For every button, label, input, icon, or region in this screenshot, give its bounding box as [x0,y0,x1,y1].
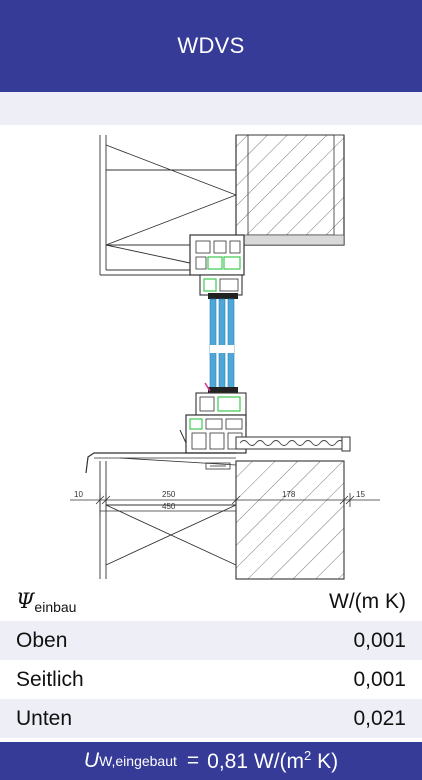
dim-label-178: 178 [282,490,296,499]
external-sill [85,452,237,474]
u-symbol: U [83,749,100,772]
table-row: Oben 0,001 [0,621,422,660]
row-value: 0,001 [353,667,406,691]
u-equals: = [186,749,200,772]
psi-label: Ψeinbau [16,589,76,615]
card-header: WDVS [0,0,422,92]
u-subscript: W,eingebaut [99,753,177,769]
row-value: 0,001 [353,628,406,652]
u-value: 0,81 W/(m2 K) [207,748,338,774]
u-unit-power: 2 [304,748,312,763]
row-label: Oben [16,628,68,652]
frame-top [189,234,245,299]
psi-symbol: Ψ [16,588,35,613]
sill-gravel [235,436,351,452]
masonry-bottom [235,460,345,580]
psi-unit: W/(m K) [329,589,406,613]
card-title: WDVS [177,33,245,58]
psi-table-head: Ψeinbau W/(m K) [0,582,422,621]
table-row: Unten 0,021 [0,699,422,738]
dim-label-10: 10 [74,490,83,499]
dim-label-450: 450 [162,502,176,511]
table-row: Seitlich 0,001 [0,660,422,699]
psi-subscript: einbau [34,598,77,615]
dimension-lines [70,493,380,517]
dim-label-15: 15 [356,490,365,499]
u-unit-suffix: K) [311,750,339,773]
dim-label-250: 250 [162,490,176,499]
frame-bottom [179,382,247,454]
row-label: Seitlich [16,667,84,691]
psi-table: Ψeinbau W/(m K) Oben 0,001 Seitlich 0,00… [0,582,422,738]
window-section-drawing: 10 250 450 178 15 [0,125,422,580]
row-label: Unten [16,706,73,730]
glazing [209,298,235,392]
dimension-labels: 10 250 450 178 15 [74,490,365,511]
row-value: 0,021 [353,706,406,730]
section-drawing-svg: 10 250 450 178 15 [70,134,380,580]
header-band [0,92,422,125]
u-value-prefix: 0,81 W/(m [207,750,305,773]
insulation-bottom [99,461,237,579]
masonry-top [235,134,345,246]
